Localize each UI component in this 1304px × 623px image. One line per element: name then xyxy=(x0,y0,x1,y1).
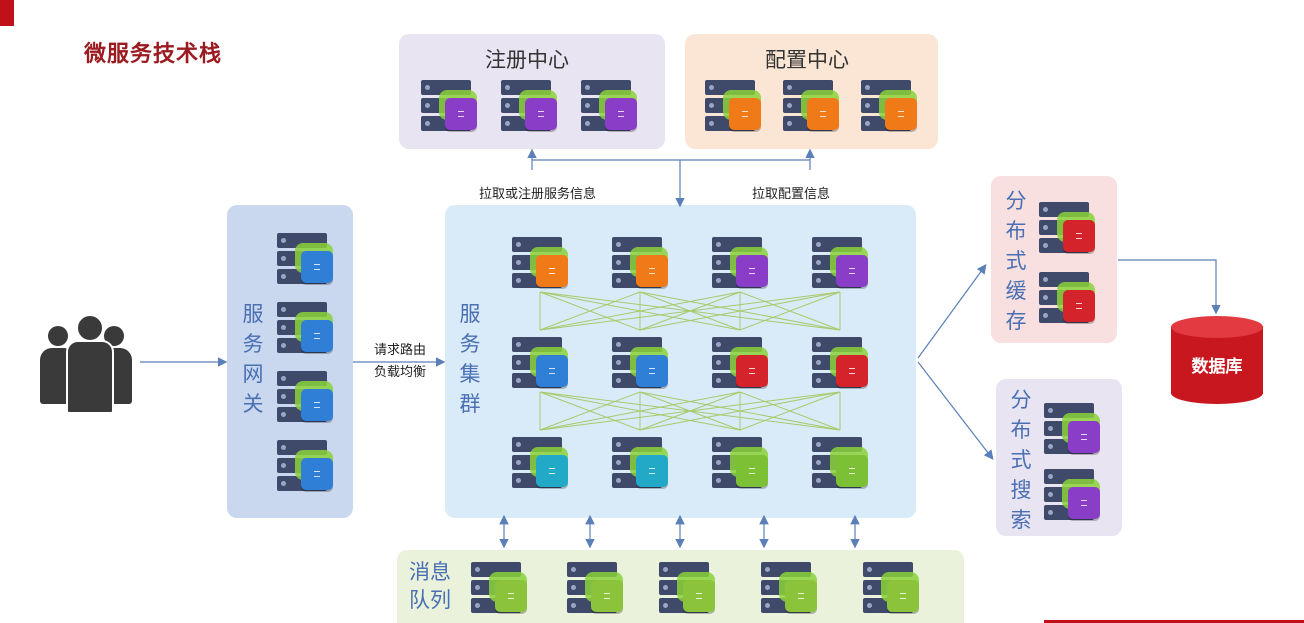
server-icon xyxy=(581,76,643,138)
server-icon xyxy=(1039,198,1101,260)
server-icon xyxy=(812,233,874,295)
users-group-icon xyxy=(40,314,136,414)
registry-panel: 注册中心 xyxy=(399,34,665,149)
registry-title: 注册中心 xyxy=(485,48,569,72)
mq-label-line2: 队列 xyxy=(409,588,451,612)
server-icon xyxy=(501,76,563,138)
database-icon: 数据库 xyxy=(1171,316,1263,404)
server-icon xyxy=(712,233,774,295)
server-icon xyxy=(1044,465,1106,527)
mq-label-line1: 消息 xyxy=(409,560,451,584)
server-icon xyxy=(761,558,823,620)
bottom-accent-line xyxy=(1044,620,1304,623)
mq-panel: 消息 队列 xyxy=(397,550,964,623)
cluster-panel: 服务集群 xyxy=(445,205,916,518)
cache-label: 分布式缓存 xyxy=(1005,189,1027,333)
mq-label: 消息 队列 xyxy=(409,558,451,614)
cache-panel: 分布式缓存 xyxy=(991,176,1117,343)
server-icon xyxy=(659,558,721,620)
server-icon xyxy=(612,433,674,495)
server-icon xyxy=(863,558,925,620)
edge-label-routing-line2: 负载均衡 xyxy=(374,365,427,380)
server-icon xyxy=(277,436,339,498)
server-icon xyxy=(1044,399,1106,461)
server-icon xyxy=(512,333,574,395)
server-icon xyxy=(812,333,874,395)
search-panel: 分布式搜索 xyxy=(996,379,1122,536)
server-icon xyxy=(712,433,774,495)
edge-label-routing: 请求路由 负载均衡 xyxy=(374,340,426,384)
edge-label-pull-config: 拉取配置信息 xyxy=(752,187,831,202)
server-icon xyxy=(783,76,845,138)
server-icon xyxy=(567,558,629,620)
server-icon xyxy=(421,76,483,138)
server-icon xyxy=(712,333,774,395)
server-icon xyxy=(512,433,574,495)
config-title: 配置中心 xyxy=(765,48,849,72)
server-icon xyxy=(471,558,533,620)
server-icon xyxy=(277,367,339,429)
gateway-label: 服务网关 xyxy=(242,302,264,416)
database-label: 数据库 xyxy=(1191,357,1243,377)
server-icon xyxy=(277,298,339,360)
server-icon xyxy=(612,333,674,395)
edge-label-routing-line1: 请求路由 xyxy=(374,343,427,358)
gateway-panel: 服务网关 xyxy=(227,205,353,518)
server-icon xyxy=(512,233,574,295)
edge-label-pull-register: 拉取或注册服务信息 xyxy=(479,187,597,202)
server-icon xyxy=(1039,268,1101,330)
database-top xyxy=(1171,316,1263,338)
corner-accent xyxy=(0,0,14,26)
server-icon xyxy=(705,76,767,138)
server-icon xyxy=(277,229,339,291)
cluster-label: 服务集群 xyxy=(459,302,481,416)
diagram-title: 微服务技术栈 xyxy=(84,42,223,67)
server-icon xyxy=(612,233,674,295)
server-icon xyxy=(812,433,874,495)
server-icon xyxy=(861,76,923,138)
search-label: 分布式搜索 xyxy=(1010,388,1032,532)
config-panel: 配置中心 xyxy=(685,34,938,149)
